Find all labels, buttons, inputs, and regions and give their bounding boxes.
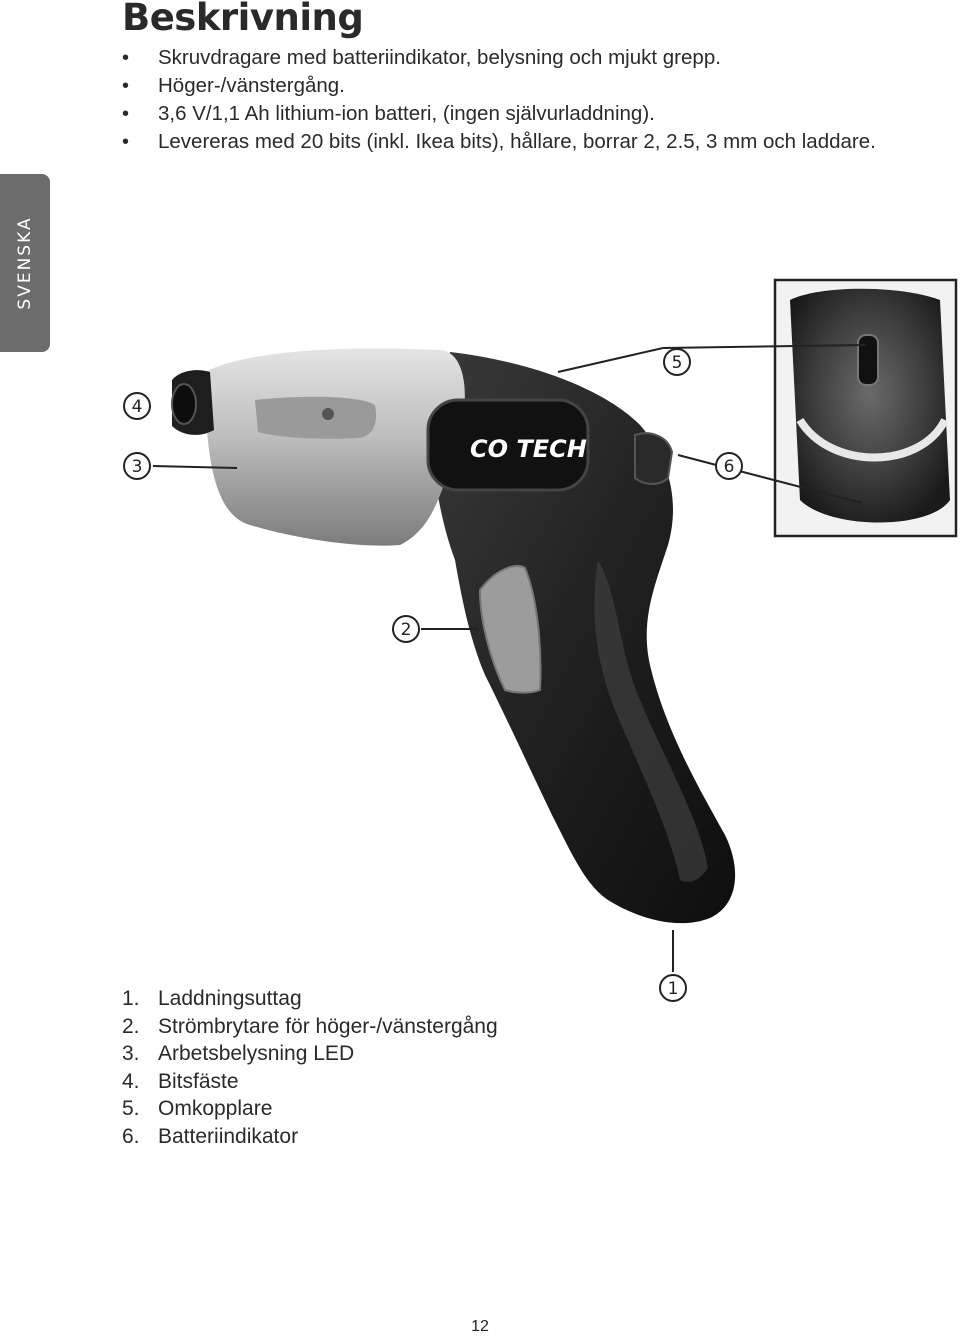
callout-1: 1 [668,979,679,999]
part-number: 4. [122,1069,140,1093]
callout-circle-5 [663,348,691,376]
part-label: Omkopplare [158,1097,273,1121]
part-number: 2. [122,1014,140,1038]
part-number: 5. [122,1097,140,1121]
page-number: 12 [471,1318,489,1335]
parts-list-item: 5. Omkopplare [122,1095,498,1123]
parts-list: 1. Laddningsuttag 2. Strömbrytare för höge… [122,985,498,1151]
part-label: Laddningsuttag [158,987,302,1010]
page-title: Beskrivning [122,0,364,39]
callout-3: 3 [132,457,143,477]
inset-body [790,288,950,523]
handle-highlight [594,560,708,882]
callout-circle-6 [715,452,743,480]
silver-housing [205,348,465,546]
part-label: Batteriindikator [158,1124,299,1148]
callout-4: 4 [132,397,143,417]
housing-screw [322,408,334,420]
brand-logo: CO TECH [470,435,587,463]
part-label: Arbetsbelysning LED [158,1042,355,1066]
parts-list-item: 1. Laddningsuttag [122,985,498,1013]
leader-line-5 [557,347,664,373]
part-label: Strömbrytare för höger-/vänstergång [158,1014,498,1038]
callout-circle-3 [123,452,151,480]
inset-led-ring [796,417,949,462]
part-label: Bitsfäste [158,1069,239,1093]
leader-line-5b [662,344,867,349]
feature-item: 3,6 V/1,1 Ah lithium-ion batteri, (ingen… [120,100,910,128]
inset-switch [857,334,879,386]
language-tab: SVENSKA [0,174,50,352]
part-number: 3. [122,1042,140,1066]
direction-switch [634,432,674,485]
feature-item: Levereras med 20 bits (inkl. Ikea bits),… [120,128,910,156]
callout-2: 2 [401,620,412,640]
bit-holder [171,383,197,425]
parts-list-item: 2. Strömbrytare för höger-/vänstergång [122,1013,498,1041]
part-number: 1. [122,987,140,1010]
callout-circle-1 [659,974,687,1002]
feature-item: Skruvdragare med batteriindikator, belys… [120,44,910,72]
parts-list-item: 4. Bitsfäste [122,1068,498,1096]
housing-groove [255,396,377,439]
part-number: 6. [122,1124,140,1148]
feature-item: Höger-/vänstergång. [120,72,910,100]
callout-circle-4 [123,392,151,420]
callout-circle-2 [392,615,420,643]
callout-5: 5 [672,353,683,373]
parts-list-item: 6. Batteriindikator [122,1123,498,1151]
feature-list: Skruvdragare med batteriindikator, belys… [120,44,910,156]
logo-plate [426,398,590,492]
leader-line-3 [152,465,238,469]
parts-list-item: 3. Arbetsbelysning LED [122,1040,498,1068]
rocker-switch [478,565,542,694]
callout-6: 6 [724,457,735,477]
leader-line-6 [677,454,863,504]
